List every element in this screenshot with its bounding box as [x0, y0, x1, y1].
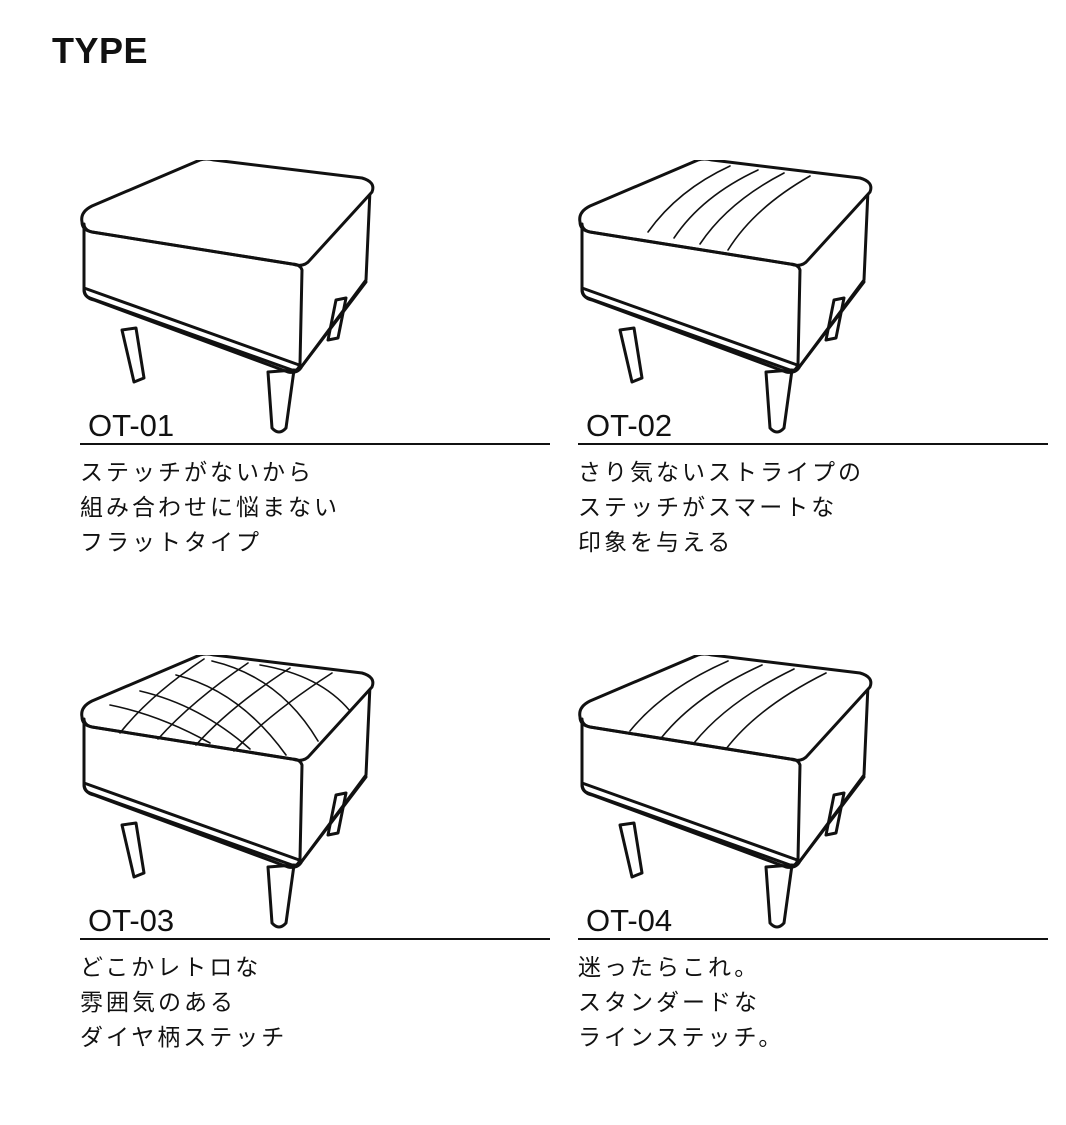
ottoman-line-illustration	[578, 655, 873, 929]
ottoman-card-ot-01: OT-01 ステッチがないから 組み合わせに悩まない フラットタイプ	[80, 160, 550, 630]
ottoman-card-ot-03: OT-03 どこかレトロな 雰囲気のある ダイヤ柄ステッチ	[80, 655, 550, 1125]
type-code: OT-01	[88, 408, 175, 443]
type-description: さり気ないストライプの ステッチがスマートな 印象を与える	[578, 456, 864, 561]
description-line: 印象を与える	[578, 530, 734, 556]
divider-rule	[578, 938, 1048, 940]
line-stitch-lines	[629, 660, 827, 750]
stripe-stitch-lines	[647, 165, 811, 251]
description-line: 迷ったらこれ。	[578, 955, 761, 981]
description-line: ステッチがスマートな	[578, 495, 838, 521]
divider-rule	[80, 443, 550, 445]
ottoman-stripe-illustration	[578, 160, 873, 434]
description-line: 組み合わせに悩まない	[80, 495, 340, 521]
description-line: どこかレトロな	[80, 955, 262, 981]
type-code: OT-03	[88, 903, 175, 938]
type-description: 迷ったらこれ。 スタンダードな ラインステッチ。	[578, 951, 784, 1056]
description-line: さり気ないストライプの	[578, 460, 864, 486]
description-line: ラインステッチ。	[578, 1025, 785, 1051]
ottoman-diamond-illustration	[80, 655, 375, 929]
description-line: フラットタイプ	[80, 530, 262, 556]
description-line: ステッチがないから	[80, 460, 314, 486]
page-title: TYPE	[52, 30, 149, 71]
ottoman-flat-illustration	[80, 160, 375, 434]
diamond-stitch-lines	[109, 658, 351, 756]
type-description: ステッチがないから 組み合わせに悩まない フラットタイプ	[80, 456, 340, 561]
ottoman-card-ot-02: OT-02 さり気ないストライプの ステッチがスマートな 印象を与える	[578, 160, 1048, 630]
ottoman-card-ot-04: OT-04 迷ったらこれ。 スタンダードな ラインステッチ。	[578, 655, 1048, 1125]
description-line: ダイヤ柄ステッチ	[80, 1025, 288, 1051]
divider-rule	[578, 443, 1048, 445]
type-code: OT-04	[586, 903, 673, 938]
description-line: スタンダードな	[578, 990, 760, 1016]
description-line: 雰囲気のある	[80, 990, 236, 1016]
divider-rule	[80, 938, 550, 940]
type-code: OT-02	[586, 408, 673, 443]
type-description: どこかレトロな 雰囲気のある ダイヤ柄ステッチ	[80, 951, 287, 1056]
